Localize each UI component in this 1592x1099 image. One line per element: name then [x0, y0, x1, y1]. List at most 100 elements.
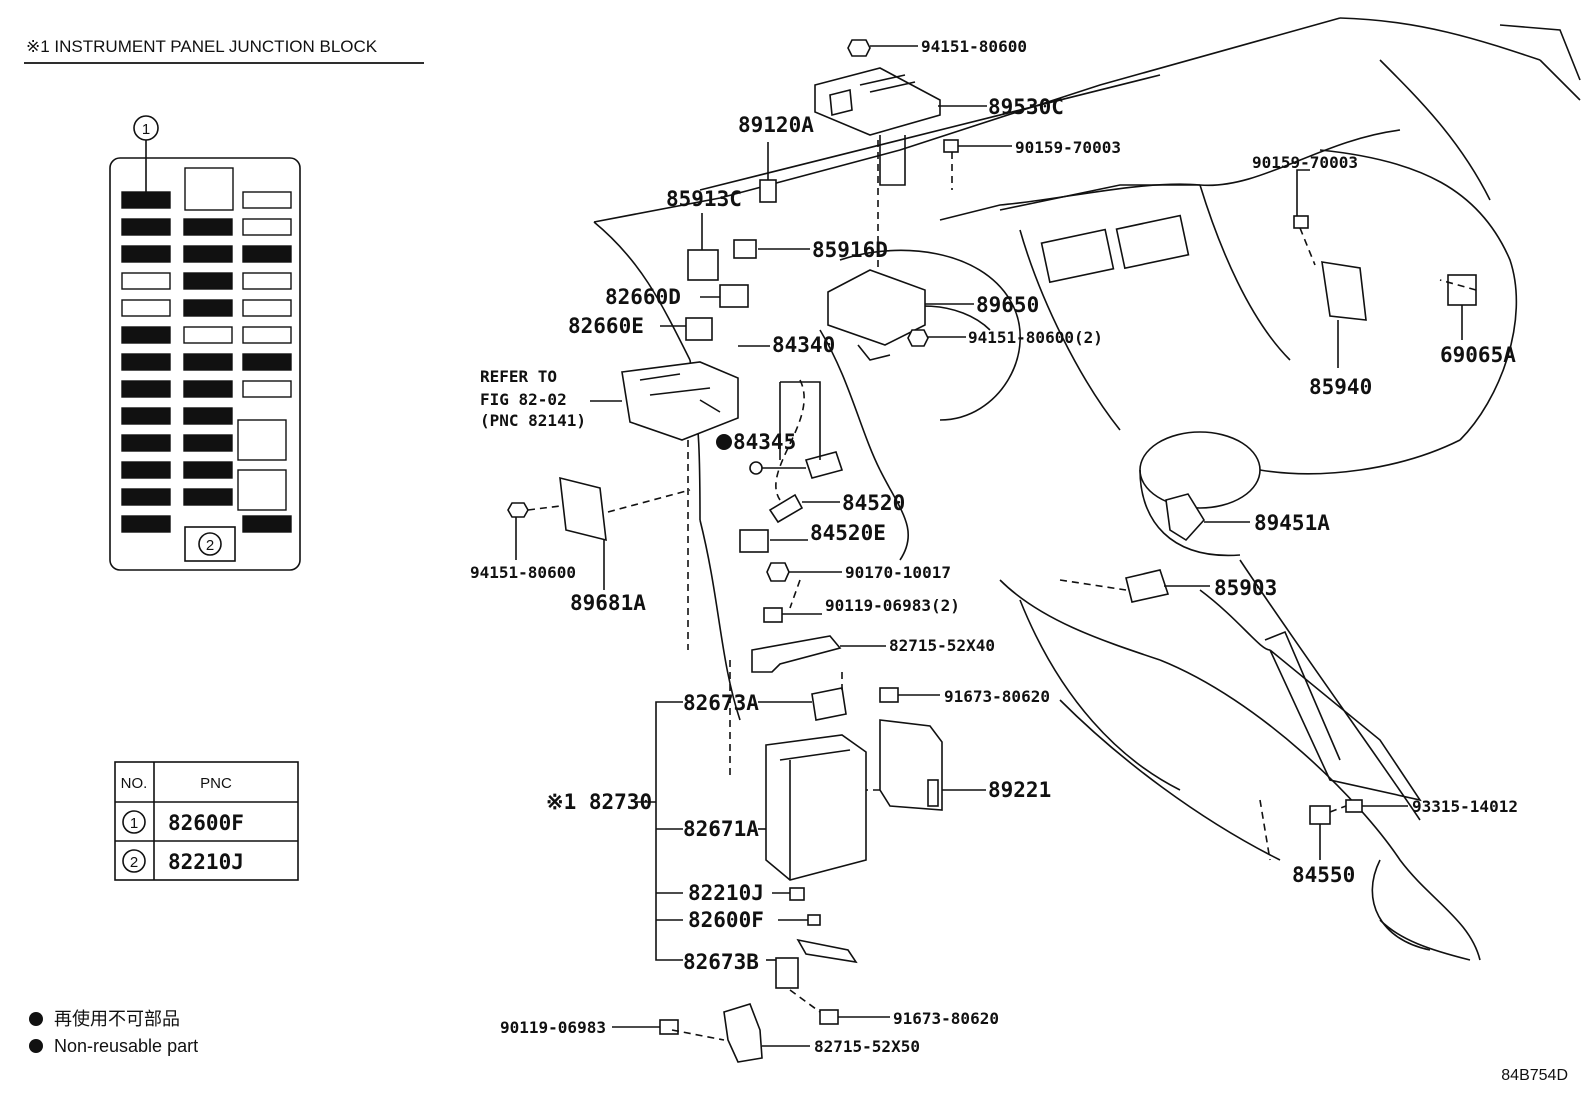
part-94151-80600-2	[907, 329, 929, 347]
part-82673b-cover	[796, 938, 858, 964]
label-89221: 89221	[988, 778, 1051, 802]
part-84520	[768, 493, 804, 524]
pnc-row-2-value: 82210J	[168, 850, 244, 874]
part-84520e	[739, 529, 769, 553]
callout-2-box	[184, 526, 236, 562]
refer-line-2: FIG 82-02	[480, 390, 567, 409]
fuse-white	[121, 272, 171, 290]
label-90119-06983: 90119-06983	[500, 1018, 606, 1037]
part-89120a	[759, 179, 777, 203]
instrument-panel-outline	[593, 17, 1581, 961]
part-94151-80600-top	[847, 39, 871, 57]
fuse-black	[183, 218, 233, 236]
label-82600f: 82600F	[688, 908, 764, 932]
figure-code: 84B754D	[1501, 1067, 1568, 1084]
part-labels: 94151-80600 89530C 89120A 90159-70003 90…	[470, 37, 1518, 1056]
refer-line-1: REFER TO	[480, 367, 557, 386]
part-93315-14012	[1345, 799, 1363, 813]
non-reusable-bullet	[29, 1012, 43, 1026]
part-89681a	[559, 476, 607, 542]
label-84345: 84345	[733, 430, 796, 454]
part-89221	[879, 719, 943, 811]
label-82210j: 82210J	[688, 881, 764, 905]
label-85913c: 85913C	[666, 187, 742, 211]
label-84340: 84340	[772, 333, 835, 357]
part-90119-06983-2	[763, 607, 783, 623]
fuse-black	[242, 353, 292, 371]
relay-slot	[237, 469, 287, 511]
part-91673-80620-a	[879, 687, 899, 703]
fuse-black	[183, 299, 233, 317]
callout-1-text: 1	[142, 121, 150, 138]
part-85903	[1125, 569, 1170, 603]
label-85903: 85903	[1214, 576, 1277, 600]
fuse-white	[242, 299, 292, 317]
fuse-black	[121, 245, 171, 263]
pnc-row-1-no: 1	[130, 815, 138, 832]
part-82715-52x50	[723, 1003, 763, 1063]
label-93315-14012: 93315-14012	[1412, 797, 1518, 816]
refer-note: REFER TO FIG 82-02 (PNC 82141)	[480, 367, 586, 430]
part-90119-06983	[659, 1019, 679, 1035]
fuse-black	[121, 191, 171, 209]
label-94151-80600-left: 94151-80600	[470, 563, 576, 582]
label-89530c: 89530C	[988, 95, 1064, 119]
fuse-black	[121, 488, 171, 506]
fuse-black	[183, 434, 233, 452]
part-85940	[1321, 261, 1367, 321]
label-89650: 89650	[976, 293, 1039, 317]
fuse-white	[242, 380, 292, 398]
part-69065a	[1447, 274, 1477, 306]
pnc-row-1-value: 82600F	[168, 811, 244, 835]
label-82730: ※1 82730	[546, 790, 652, 814]
legend-jp: 再使用不可部品	[54, 1009, 180, 1029]
fuse-black	[121, 353, 171, 371]
fuse-black	[121, 434, 171, 452]
label-85916d: 85916D	[812, 238, 888, 262]
part-fig-82-02	[621, 361, 739, 441]
fuse-black	[121, 218, 171, 236]
label-90159-70003-a: 90159-70003	[1015, 138, 1121, 157]
part-82660e	[685, 317, 713, 341]
label-82660e: 82660E	[568, 314, 644, 338]
fuse-black	[183, 461, 233, 479]
part-82715-52x40	[751, 635, 842, 673]
junction-block-fusebox: 1 2	[109, 115, 301, 571]
part-85913c	[687, 249, 719, 281]
fuse-black	[121, 461, 171, 479]
part-90159-70003-a	[943, 139, 959, 153]
leader-lines	[515, 45, 1463, 1047]
label-82671a: 82671A	[683, 817, 759, 841]
fuse-black	[242, 245, 292, 263]
pnc-table-border	[114, 761, 299, 881]
legend-en: Non-reusable part	[54, 1036, 198, 1056]
part-89650	[827, 269, 926, 346]
label-89451a: 89451A	[1254, 511, 1330, 535]
part-91673-80620-b	[819, 1009, 839, 1025]
fuse-white	[242, 326, 292, 344]
fuse-black	[121, 380, 171, 398]
fusebox-outline	[109, 157, 301, 571]
part-82600f	[807, 914, 821, 926]
part-94151-80600-left	[507, 502, 529, 518]
fuse-black	[121, 515, 171, 533]
pnc-table-header-no: NO.	[121, 775, 148, 792]
label-85940: 85940	[1309, 375, 1372, 399]
pnc-row-1-circle	[122, 810, 146, 834]
non-reusable-marker	[716, 434, 732, 450]
label-94151-80600-2: 94151-80600(2)	[968, 328, 1103, 347]
label-84520: 84520	[842, 491, 905, 515]
fuse-white	[121, 299, 171, 317]
label-84520e: 84520E	[810, 521, 886, 545]
fuse-black	[183, 407, 233, 425]
label-69065a: 69065A	[1440, 343, 1516, 367]
label-82715-52x40: 82715-52X40	[889, 636, 995, 655]
callout-2-circle	[198, 532, 222, 556]
pnc-row-2-no: 2	[130, 854, 138, 871]
part-shapes	[507, 39, 1477, 1063]
fuse-white	[242, 218, 292, 236]
fuse-black	[121, 326, 171, 344]
fuse-white	[242, 191, 292, 209]
part-82210j	[789, 887, 805, 901]
